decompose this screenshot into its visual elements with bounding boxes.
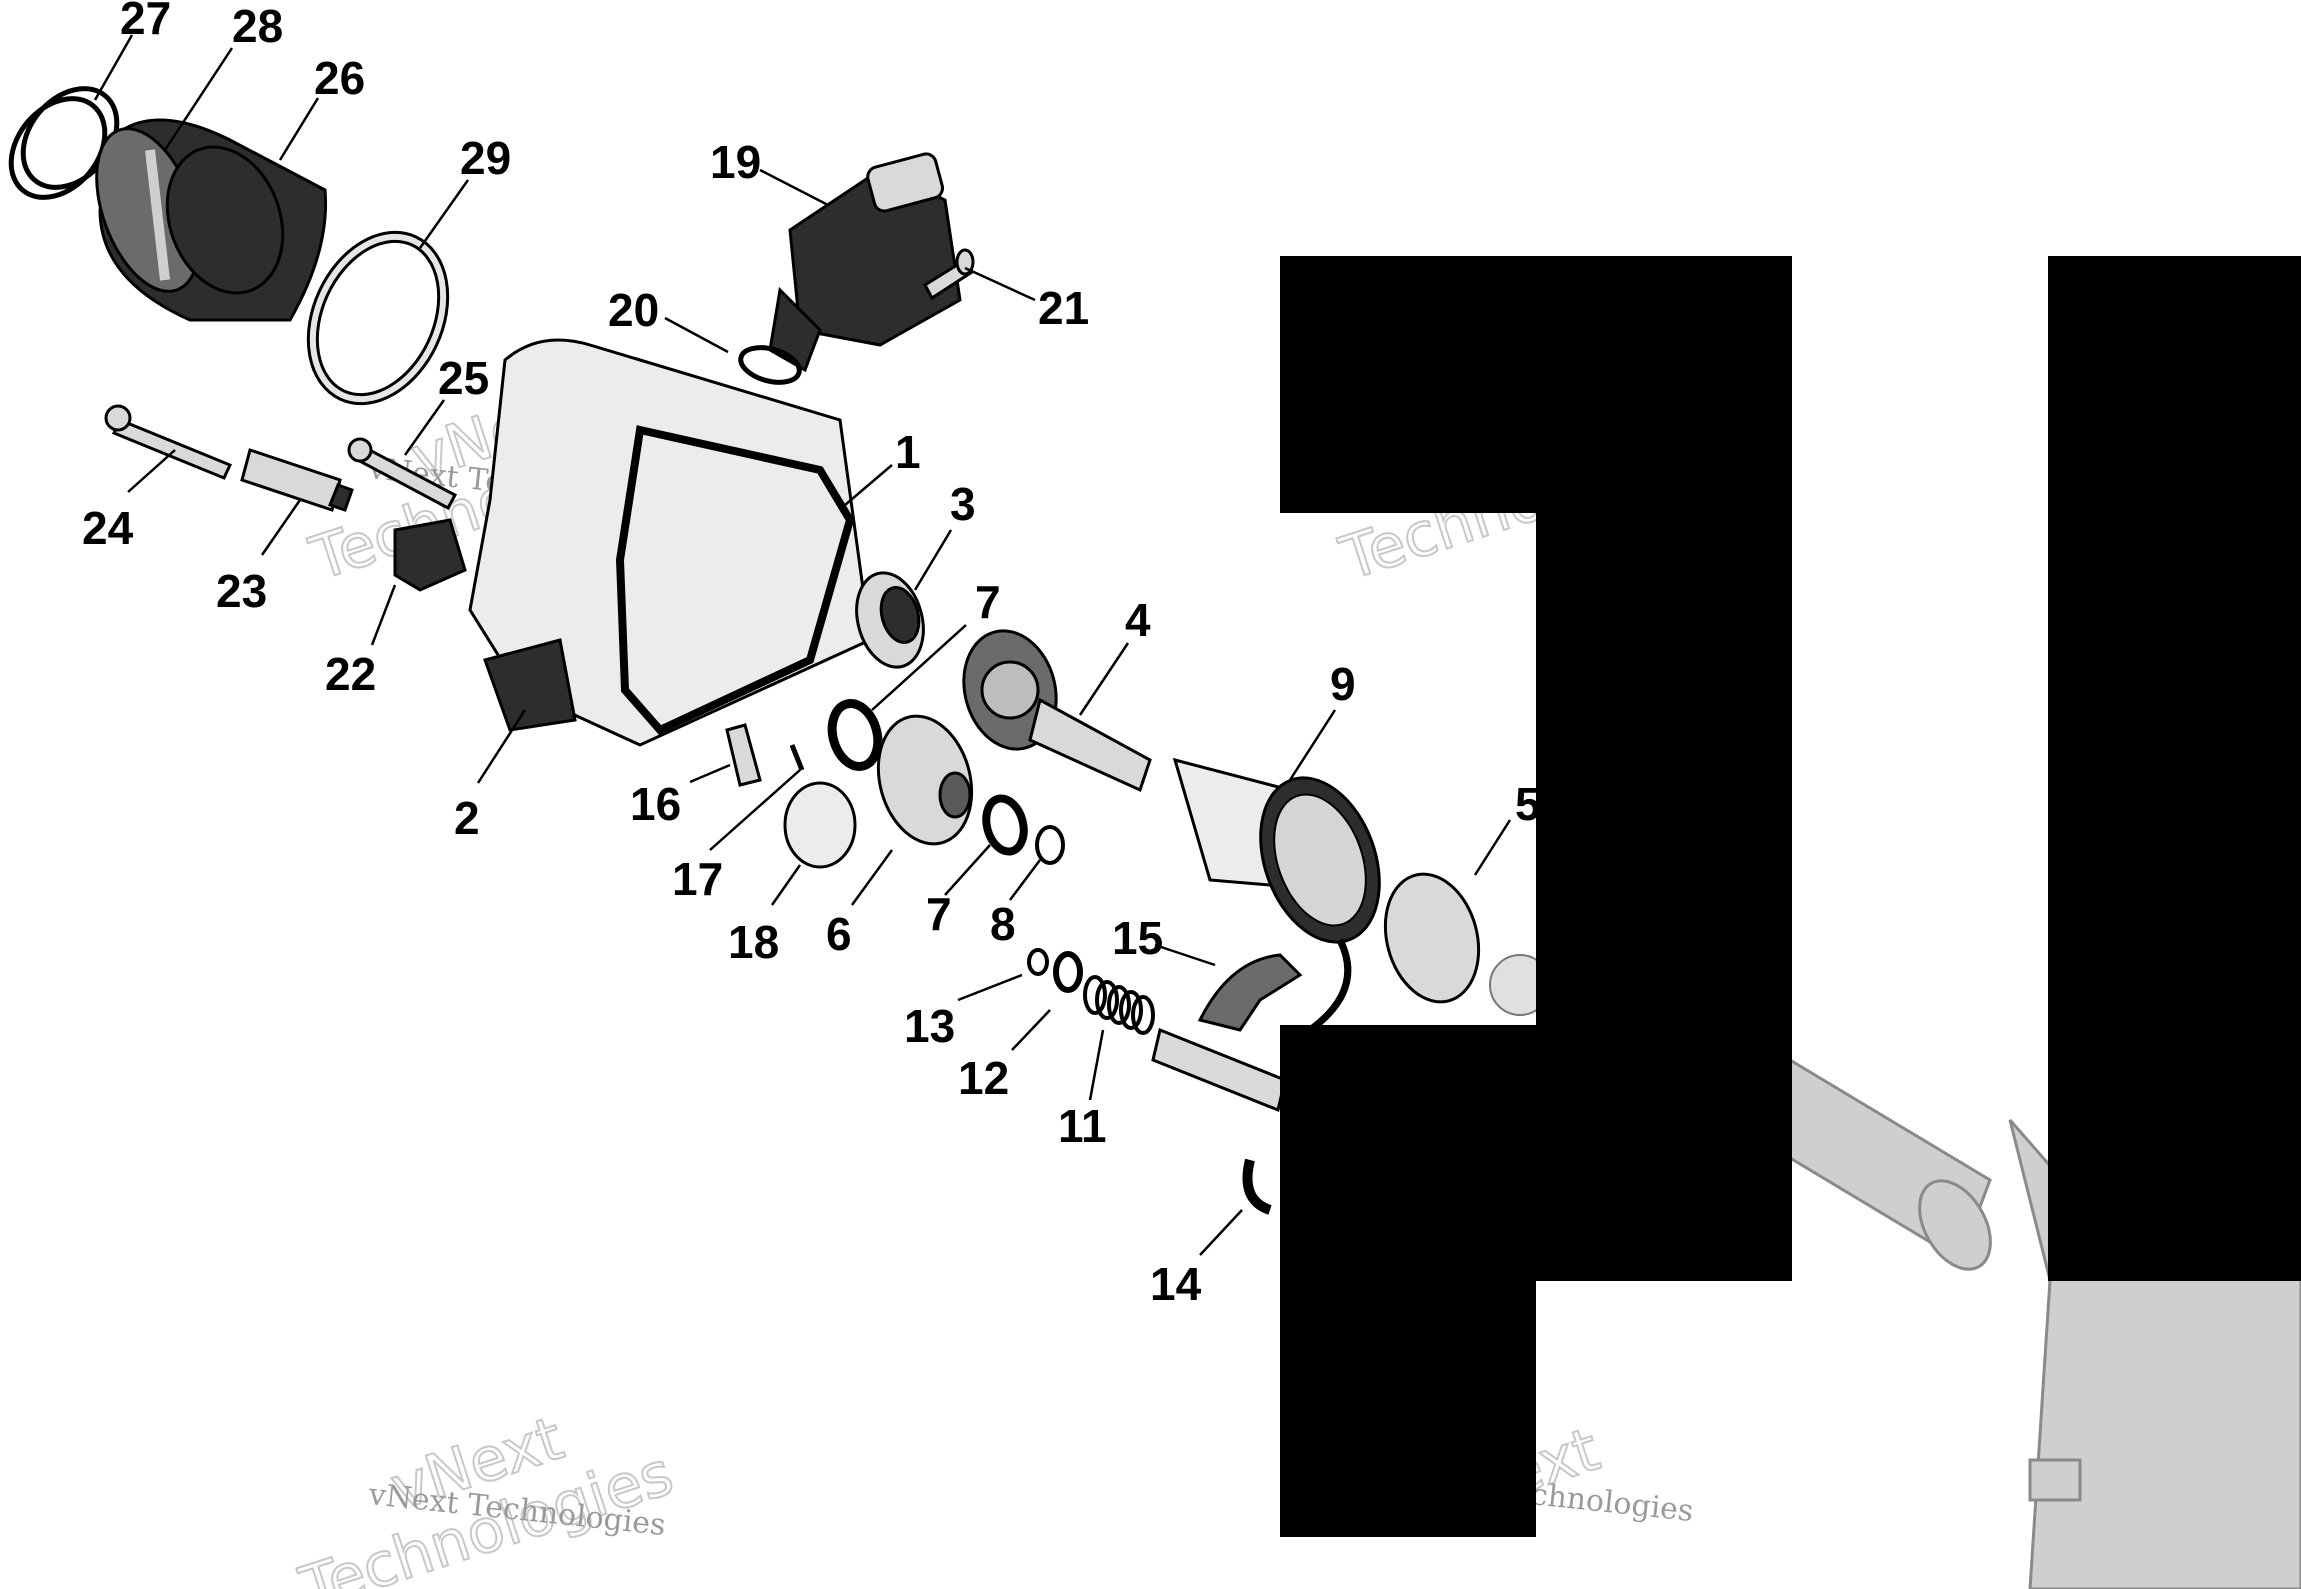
callout-29: 29 (460, 132, 511, 184)
leader-8 (1009, 859, 1041, 901)
part-25-bolt (347, 437, 458, 511)
leader-21 (964, 266, 1036, 302)
part-3-bearing (855, 571, 925, 669)
callout-18: 18 (728, 916, 779, 968)
part-16-bolt (725, 723, 762, 787)
leader-14 (1199, 1209, 1243, 1256)
callout-5: 5 (1515, 778, 1541, 830)
part-18-cap (783, 781, 857, 869)
callout-3: 3 (950, 478, 976, 530)
background-bolt (2028, 1458, 2082, 1502)
part-12-washer (1053, 951, 1083, 993)
part-6-gear (876, 714, 974, 846)
leader-25 (403, 399, 446, 456)
part-24-bolt (104, 404, 233, 480)
callout-20: 20 (608, 284, 659, 336)
watermark-partial-chnologies: chnologies (1529, 1477, 1695, 1529)
callout-4: 4 (1125, 594, 1151, 646)
callout-15: 15 (1112, 912, 1163, 964)
leader-12 (1011, 1009, 1051, 1051)
callout-6: 6 (826, 908, 852, 960)
leader-5 (1473, 819, 1512, 876)
callout-23: 23 (216, 565, 267, 617)
redaction-right (2048, 256, 2301, 1281)
redaction-blocks (1280, 256, 2301, 1537)
leader-7-lower (944, 844, 991, 896)
part-4-shaft-gear (962, 629, 1152, 793)
leader-7-upper (871, 624, 967, 711)
part-7-washer-upper (827, 699, 883, 771)
part-1-gasket (615, 425, 855, 735)
part-19-actuator (768, 152, 962, 373)
callout-25: 25 (438, 352, 489, 404)
callout-22: 22 (325, 648, 376, 700)
callout-8: 8 (990, 898, 1016, 950)
leader-9 (1288, 709, 1337, 781)
callout-16: 16 (630, 778, 681, 830)
callout-1: 1 (895, 426, 921, 478)
callout-28: 28 (232, 0, 283, 52)
part-23-sensor (240, 448, 354, 512)
callout-13: 13 (904, 1000, 955, 1052)
callout-2: 2 (454, 792, 480, 844)
leader-6 (850, 849, 894, 906)
callout-21: 21 (1038, 282, 1089, 334)
leader-29 (418, 179, 470, 249)
callout-17: 17 (672, 853, 723, 905)
callout-12: 12 (958, 1052, 1009, 1104)
leader-lines (93, 34, 1512, 1256)
part-shift-fork-arc (1307, 938, 1352, 1033)
leader-11 (1088, 1029, 1105, 1101)
part-22-bracket (393, 518, 467, 592)
callout-24: 24 (82, 502, 134, 554)
callout-11: 11 (1058, 1100, 1107, 1152)
watermark-group-lower-left: vNext Technologies vNext Technologies (291, 1403, 682, 1589)
leader-28 (163, 47, 234, 151)
part-20-o-ring (738, 345, 802, 385)
leader-3 (913, 529, 953, 591)
leader-16 (689, 763, 731, 784)
part-26-boot (95, 118, 328, 322)
leader-20 (664, 316, 729, 354)
leader-22 (370, 584, 397, 646)
part-17-pin (789, 744, 805, 771)
leader-24 (127, 449, 176, 493)
callout-14: 14 (1150, 1258, 1202, 1310)
part-14-collar (1242, 1158, 1272, 1215)
background-shaft-end (1918, 1179, 1992, 1271)
part-13-circlip (1027, 948, 1049, 976)
part-5-gear (1383, 872, 1551, 1016)
part-7-washer-lower (982, 794, 1028, 856)
redaction-bottom (1280, 1025, 1536, 1537)
part-28-clamp (145, 149, 170, 281)
leader-15 (1154, 943, 1216, 967)
leader-4 (1078, 642, 1130, 716)
callout-19: 19 (710, 136, 761, 188)
part-2-housing (468, 338, 872, 747)
leader-17 (709, 769, 801, 851)
leader-19 (759, 168, 829, 207)
leader-26 (278, 97, 320, 161)
leader-13 (957, 973, 1023, 1002)
callout-26: 26 (314, 52, 365, 104)
leader-18 (770, 864, 802, 906)
part-9-drum (1172, 757, 1381, 944)
callout-7-lower: 7 (926, 888, 952, 940)
part-11-spring (1083, 975, 1155, 1035)
leader-2 (476, 709, 527, 784)
part-8-circlip (1035, 825, 1065, 865)
part-shift-shaft (1151, 1027, 1287, 1113)
part-15-shift-fork (1197, 953, 1303, 1032)
callout-9: 9 (1330, 658, 1356, 710)
part-29-band-clamp (306, 230, 450, 406)
callout-27: 27 (120, 0, 171, 44)
callout-labels: 27 28 26 29 19 20 21 25 1 24 23 3 22 7 4… (82, 0, 1541, 1310)
leader-27 (93, 34, 134, 101)
leader-23 (260, 499, 302, 556)
leader-1 (844, 464, 893, 506)
callout-7-upper: 7 (975, 576, 1001, 628)
